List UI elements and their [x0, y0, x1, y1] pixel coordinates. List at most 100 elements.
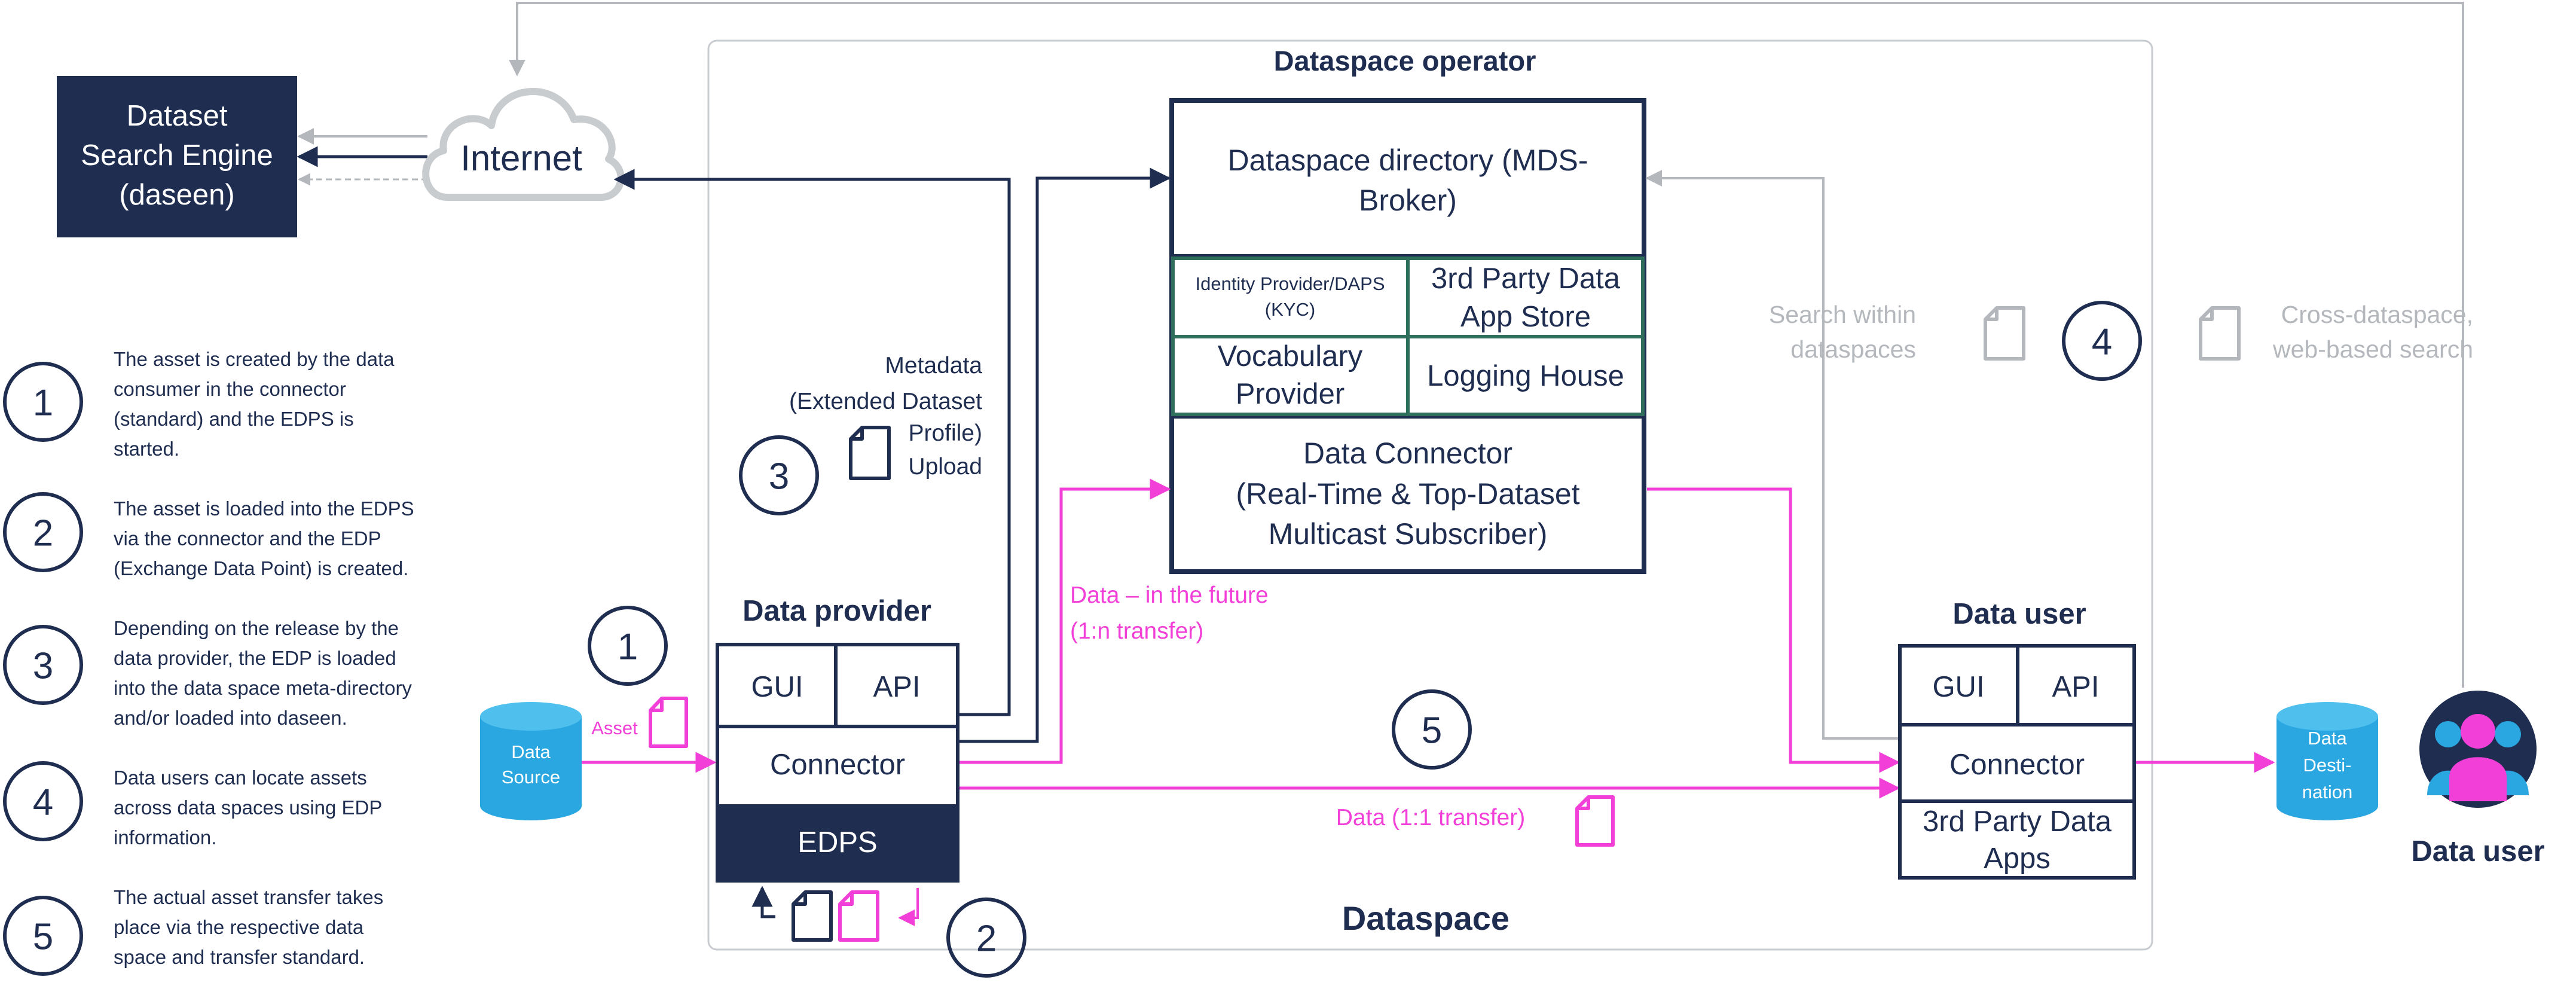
dataspace-title: Dataspace [1342, 899, 1509, 937]
data-destination-line-2: Desti- [2303, 755, 2352, 776]
edps-document-icon [792, 890, 833, 942]
edps-box [717, 804, 958, 881]
data-user-label: Data user [2411, 835, 2544, 868]
data-destination-line-3: nation [2302, 782, 2352, 802]
step-5-circle [1392, 689, 1472, 770]
step-4-number: 4 [2092, 322, 2112, 363]
user-apps-line-1: 3rd Party Data [1923, 805, 2112, 838]
legend-3-line-4: and/or loaded into daseen. [114, 707, 347, 729]
legend-4-line-1: Data users can locate assets [114, 767, 367, 789]
asset-document-icon [649, 697, 688, 748]
legend-2-line-2: via the connector and the EDP [114, 527, 381, 550]
legend-1-line-2: consumer in the connector [114, 378, 346, 400]
future-line-1: Data – in the future [1070, 582, 1269, 608]
provider-api-label: API [873, 671, 921, 703]
legend-2-line-1: The asset is loaded into the EDPS [114, 497, 414, 520]
data-connector-line-2: (Real-Time & Top-Dataset [1236, 477, 1579, 511]
legend-3-line-2: data provider, the EDP is loaded [114, 647, 396, 669]
user-to-internet-line [509, 2, 2464, 688]
logging-house-label: Logging House [1427, 360, 1624, 392]
step-3-number: 3 [769, 456, 789, 497]
step-2-circle [946, 898, 1026, 978]
search-engine-box [57, 76, 297, 237]
transfer-document-icon [1575, 795, 1615, 847]
legend-4-line-3: information. [114, 826, 216, 848]
edp-return-arrow [898, 888, 919, 926]
directory-line-1: Dataspace directory (MDS- [1228, 144, 1588, 177]
user-apps-line-2: Apps [1984, 842, 2051, 875]
app-store-line-2: App Store [1460, 301, 1591, 333]
user-box-title: Data user [1952, 598, 2086, 630]
data-connector-line-3: Multicast Subscriber) [1269, 517, 1548, 551]
identity-provider-line-1: Identity Provider/DAPS [1195, 273, 1385, 294]
legend: 1 The asset is created by the data consu… [3, 348, 414, 976]
future-data-arrow [959, 478, 1171, 764]
asset-label: Asset [591, 718, 638, 738]
legend-2-line-3: (Exchange Data Point) is created. [114, 557, 408, 579]
legend-3-line-3: into the data space meta-directory [114, 677, 412, 699]
app-store-line-1: 3rd Party Data [1431, 262, 1621, 295]
legend-4-line-2: across data spaces using EDP [114, 796, 382, 819]
data-destination-icon [2276, 702, 2378, 820]
search-engine-line-2: Search Engine [81, 139, 273, 172]
edp-document-icon [838, 890, 879, 942]
connector-to-user-arrow [1647, 487, 1900, 773]
data-source-icon [480, 702, 582, 820]
dataspace-operator-title: Dataspace operator [1274, 45, 1536, 77]
data-destination-line-1: Data [2308, 728, 2347, 749]
future-line-2: (1:n transfer) [1070, 618, 1203, 644]
metadata-line-1: Metadata [885, 353, 982, 378]
step-1-circle [588, 606, 668, 686]
provider-title: Data provider [742, 595, 931, 627]
legend-1-circle [3, 362, 83, 442]
internet-label: Internet [460, 138, 582, 178]
step-4-circle [2062, 301, 2142, 381]
user-gui-label: GUI [1932, 671, 1984, 703]
legend-3-number: 3 [33, 646, 53, 687]
legend-4-circle [3, 761, 83, 841]
provider-to-directory-arrow [959, 167, 1171, 743]
transfer-label: Data (1:1 transfer) [1336, 805, 1525, 831]
metadata-document-icon [849, 426, 891, 480]
user-connector-label: Connector [1949, 749, 2085, 781]
directory-line-2: Broker) [1359, 184, 1457, 217]
search-engine-line-3: (daseen) [119, 179, 234, 211]
legend-4-number: 4 [33, 782, 53, 823]
identity-provider-line-2: (KYC) [1265, 299, 1315, 320]
data-user-icon [2419, 691, 2537, 808]
metadata-line-3: Profile) [908, 420, 982, 446]
step-2-number: 2 [976, 918, 997, 960]
data-source-line-2: Source [502, 767, 560, 787]
step-1-number: 1 [618, 627, 638, 668]
legend-2-circle [3, 492, 83, 572]
cross-search-line-2: web-based search [2272, 335, 2473, 363]
cross-search-document-icon [2199, 306, 2241, 361]
legend-2-number: 2 [33, 513, 53, 554]
legend-1-number: 1 [33, 383, 53, 424]
vocabulary-line-1: Vocabulary [1218, 340, 1363, 373]
legend-5-line-3: space and transfer standard. [114, 946, 365, 968]
edps-label: EDPS [797, 826, 877, 859]
step-5-number: 5 [1422, 710, 1442, 752]
provider-gui-label: GUI [751, 671, 803, 703]
legend-5-circle [3, 896, 83, 976]
edps-up-arrow [751, 886, 775, 918]
search-within-line-2: dataspaces [1790, 335, 1916, 363]
legend-3-circle [3, 625, 83, 705]
legend-3-line-1: Depending on the release by the [114, 617, 399, 639]
data-connector-line-1: Data Connector [1303, 436, 1512, 470]
provider-connector-label: Connector [770, 749, 905, 781]
user-api-label: API [2052, 671, 2100, 703]
step-3-circle [739, 435, 819, 515]
internet-provider-line [613, 169, 1011, 716]
internet-cloud-icon [422, 88, 625, 201]
legend-1-line-3: (standard) and the EDPS is [114, 408, 354, 430]
metadata-line-4: Upload [908, 454, 982, 480]
legend-5-line-2: place via the respective data [114, 916, 364, 938]
search-within-document-icon [1984, 306, 2025, 361]
search-engine-line-1: Dataset [127, 100, 228, 132]
legend-5-line-1: The actual asset transfer takes [114, 886, 383, 908]
legend-1-line-4: started. [114, 438, 179, 460]
